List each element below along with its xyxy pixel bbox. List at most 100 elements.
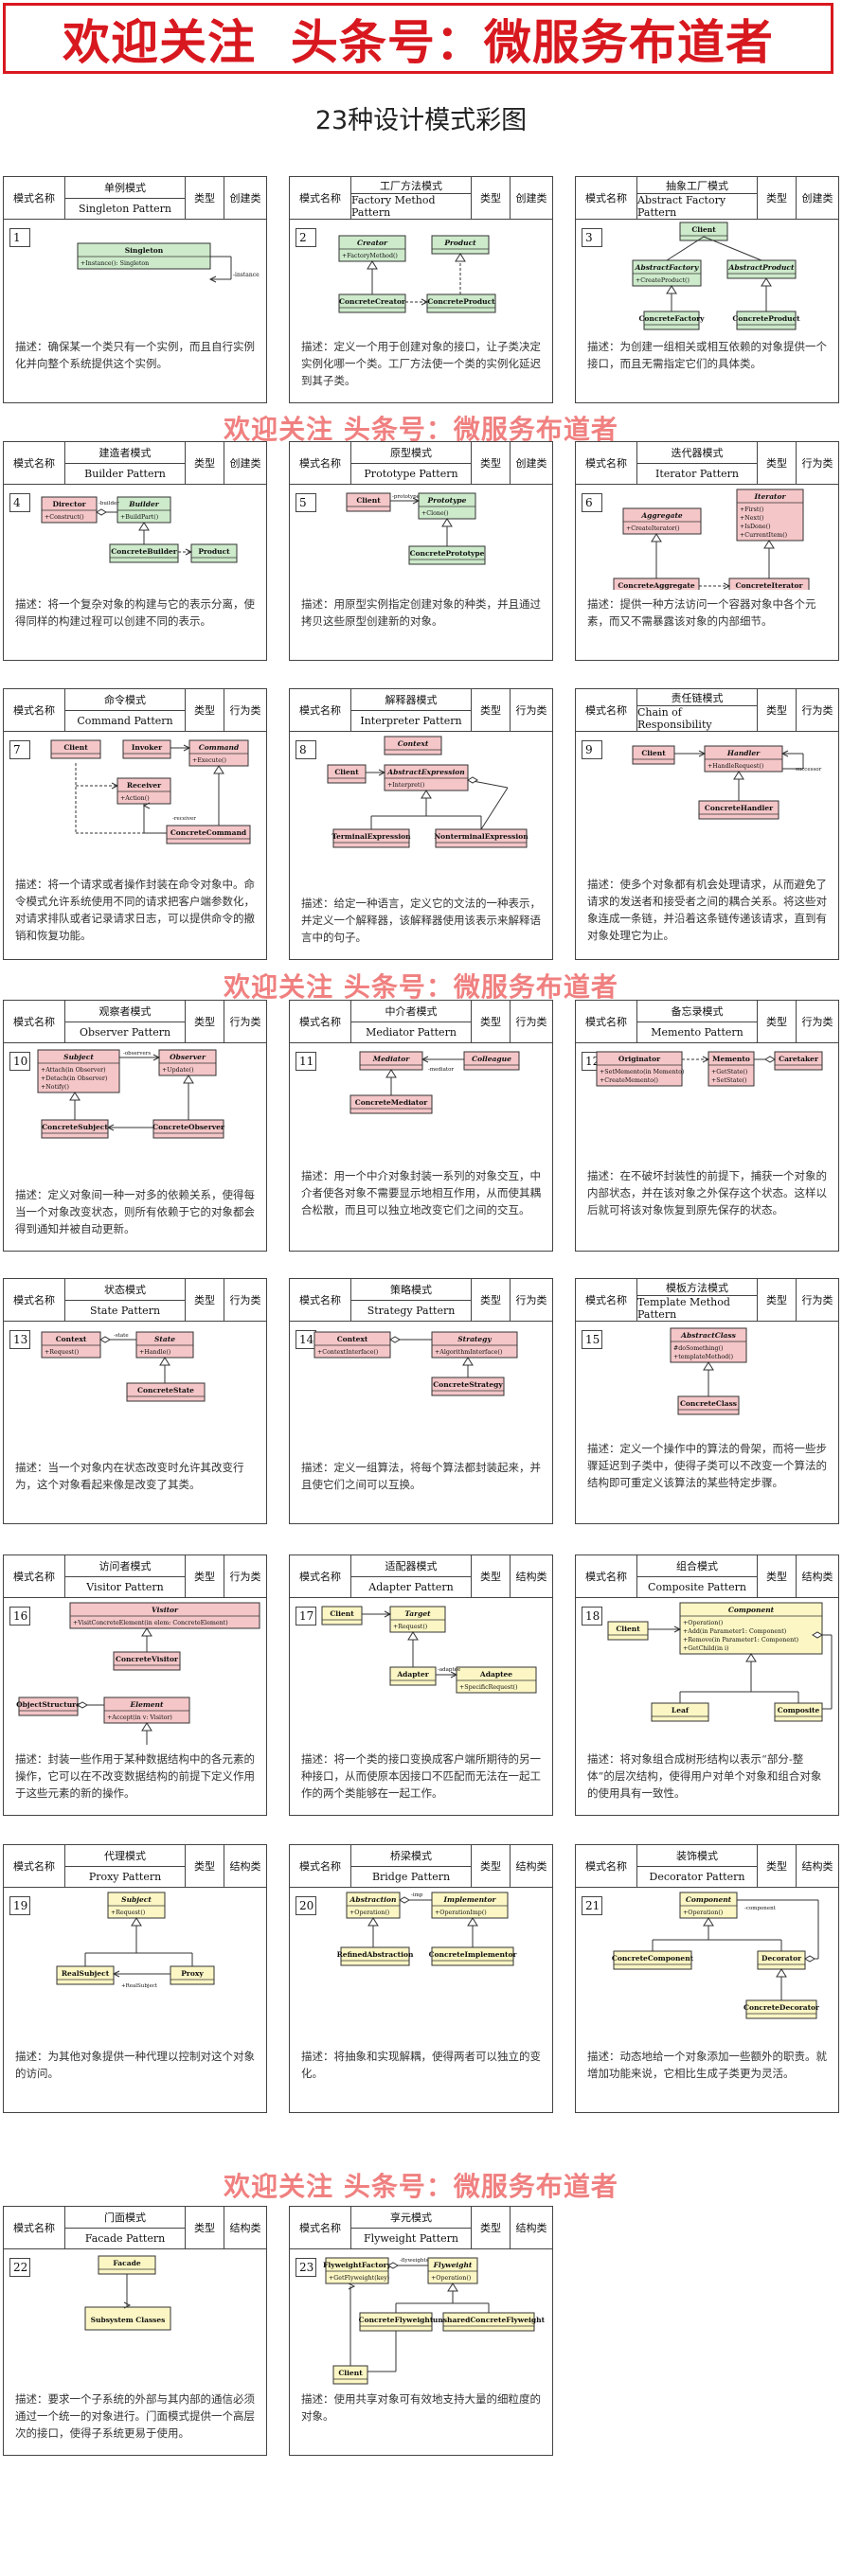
class-method: +FactoryMethod() — [342, 253, 398, 259]
card-header: 模式名称 建造者模式 Builder Pattern 类型 创建类 — [4, 442, 266, 485]
uml-class-concretestate: ConcreteState — [126, 1382, 206, 1402]
mode-name-label: 模式名称 — [290, 442, 351, 484]
pattern-name-en: Proxy Pattern — [88, 1870, 162, 1883]
pattern-card: 模式名称 访问者模式 Visitor Pattern 类型 行为类 16 描述：… — [3, 1554, 267, 1816]
card-header: 模式名称 状态模式 State Pattern 类型 行为类 — [4, 1279, 266, 1322]
uml-class-context: Context+ContextInterface() — [314, 1331, 391, 1359]
uml-class-command: Command+Execute() — [188, 739, 249, 767]
inheritance-arrow — [703, 1361, 714, 1371]
uml-class-leaf: Leaf — [651, 1702, 709, 1722]
class-name: Mediator — [372, 1055, 410, 1063]
uml-class-adapter: Adapter — [389, 1666, 437, 1686]
class-method: +Attach(in Observer) — [41, 1067, 106, 1074]
class-name: ConcreteMediator — [355, 1098, 428, 1107]
class-name: Originator — [618, 1055, 661, 1063]
uml-class-observer: Observer+Update() — [158, 1049, 217, 1076]
pattern-name-cn: 代理模式 — [65, 1845, 185, 1867]
pattern-card: 模式名称 解释器模式 Interpreter Pattern 类型 行为类 8 … — [289, 688, 553, 960]
class-name: ConcreteCommand — [170, 828, 247, 837]
class-name: Component — [686, 1895, 732, 1904]
class-name: Memento — [712, 1055, 750, 1063]
pattern-description: 描述：将一个复杂对象的构建与它的表示分离，使得同样的构建过程可以创建不同的表示。 — [15, 597, 255, 628]
pattern-name-en: Chain of Responsibility — [637, 706, 712, 731]
mode-name-label: 模式名称 — [4, 1845, 65, 1887]
pattern-name-cell: 访问者模式 Visitor Pattern — [65, 1555, 186, 1597]
class-name: Client — [691, 225, 716, 234]
uml-class-abstractproduct: AbstractProduct — [726, 259, 797, 279]
type-value: 行为类 — [801, 457, 833, 470]
association-arrow — [412, 497, 421, 505]
card-header: 模式名称 模板方法模式 Template Method Pattern 类型 行… — [576, 1279, 838, 1322]
card-header: 模式名称 门面模式 Facade Pattern 类型 结构类 — [4, 2207, 266, 2249]
pattern-number: 2 — [296, 228, 316, 247]
card-header: 模式名称 策略模式 Strategy Pattern 类型 行为类 — [290, 1279, 552, 1322]
class-name: Aggregate — [640, 511, 683, 520]
card-header: 模式名称 适配器模式 Adapter Pattern 类型 结构类 — [290, 1555, 552, 1598]
pattern-description: 描述：封装一些作用于某种数据结构中的各元素的操作，它可以在不改变数据结构的前提下… — [15, 1752, 255, 1800]
pattern-card: 模式名称 建造者模式 Builder Pattern 类型 创建类 4 描述：将… — [3, 441, 267, 661]
pattern-number: 1 — [9, 228, 30, 247]
pattern-name-cell: 责任链模式 Chain of Responsibility — [637, 689, 758, 731]
inheritance-arrow — [131, 1917, 142, 1927]
pattern-name-en: Bridge Pattern — [371, 1870, 451, 1883]
class-method: +HandleRequest() — [708, 763, 763, 770]
class-method: +Construct() — [45, 514, 84, 521]
inheritance-arrow — [467, 1917, 478, 1927]
mode-name-label: 模式名称 — [576, 1279, 637, 1321]
type-value: 行为类 — [229, 1294, 261, 1306]
uml-class-context: Context — [384, 736, 442, 755]
diagram-text: Subsystem Classes — [91, 2316, 166, 2324]
pattern-card: 模式名称 享元模式 Flyweight Pattern 类型 结构类 23 描述… — [289, 2206, 553, 2456]
pattern-description: 描述：将对象组合成树形结构以表示“部分-整体”的层次结构，使得用户对单个对象和组… — [587, 1752, 822, 1800]
type-label: 类型 — [186, 177, 224, 219]
type-value: 行为类 — [515, 1016, 547, 1028]
type-label: 类型 — [186, 1001, 224, 1042]
pattern-name-cell: 备忘录模式 Memento Pattern — [637, 1001, 758, 1042]
uml-class-colleague: Colleague — [463, 1051, 520, 1071]
uml-class-client: Client — [332, 2365, 368, 2385]
pattern-number: 19 — [9, 1896, 30, 1915]
uml-class-implementor: Implementor+OperationImp() — [431, 1892, 509, 1919]
inheritance-arrow — [367, 260, 378, 270]
class-name: ConcreteState — [137, 1386, 194, 1395]
uml-class-concreteiterator: ConcreteIterator — [728, 577, 810, 590]
class-method: +templateMethod() — [673, 1354, 733, 1360]
pattern-name-en: Strategy Pattern — [367, 1304, 456, 1317]
class-method: +Operation() — [349, 1910, 389, 1916]
pattern-name-en: Builder Pattern — [84, 467, 166, 480]
card-header: 模式名称 单例模式 Singleton Pattern 类型 创建类 — [4, 177, 266, 220]
association-arrow — [106, 1124, 115, 1131]
pattern-name-en: State Pattern — [89, 1304, 161, 1317]
class-name: Context — [337, 1335, 368, 1343]
diagram-text: +RealSubject — [121, 1983, 158, 1989]
card-header: 模式名称 命令模式 Command Pattern 类型 行为类 — [4, 689, 266, 732]
card-header: 模式名称 工厂方法模式 Factory Method Pattern 类型 创建… — [290, 177, 552, 220]
class-name: Colleague — [472, 1055, 511, 1063]
connector-line — [666, 236, 705, 261]
type-value: 结构类 — [801, 1860, 833, 1873]
class-name: ConcreteDecorator — [743, 2003, 820, 2012]
type-label: 类型 — [472, 177, 511, 219]
pattern-card: 模式名称 状态模式 State Pattern 类型 行为类 13 描述：当一个… — [3, 1278, 267, 1524]
pattern-name-cn: 观察者模式 — [65, 1001, 185, 1022]
mode-name-label: 模式名称 — [576, 1555, 637, 1597]
aggregation-diamond — [764, 1056, 776, 1063]
inheritance-arrow — [69, 1092, 81, 1101]
pattern-number: 5 — [296, 493, 316, 512]
pattern-name-cell: 模板方法模式 Template Method Pattern — [637, 1279, 758, 1321]
diagram-text: -flyweights — [400, 2258, 429, 2264]
class-name: Subject — [63, 1053, 94, 1061]
class-method: +Action() — [120, 795, 150, 802]
uml-class-refinedabstraction: RefinedAbstraction — [337, 1946, 414, 1966]
type-value: 创建类 — [229, 457, 261, 470]
pattern-card: 模式名称 门面模式 Facade Pattern 类型 结构类 22 描述：要求… — [3, 2206, 267, 2456]
class-name: ConcreteAggregate — [618, 581, 695, 590]
mode-name-label: 模式名称 — [576, 1845, 637, 1887]
class-name: Client — [63, 743, 88, 752]
uml-class-nonterminalexpression: NonterminalExpression — [434, 828, 528, 848]
mode-name-label: 模式名称 — [290, 177, 351, 219]
class-name: ConcreteClass — [680, 1399, 737, 1408]
class-name: unsharedConcreteFlyweight — [433, 2316, 546, 2324]
pattern-description: 描述：定义一组算法，将每个算法都封装起来，并且使它们之间可以互换。 — [301, 1461, 541, 1491]
